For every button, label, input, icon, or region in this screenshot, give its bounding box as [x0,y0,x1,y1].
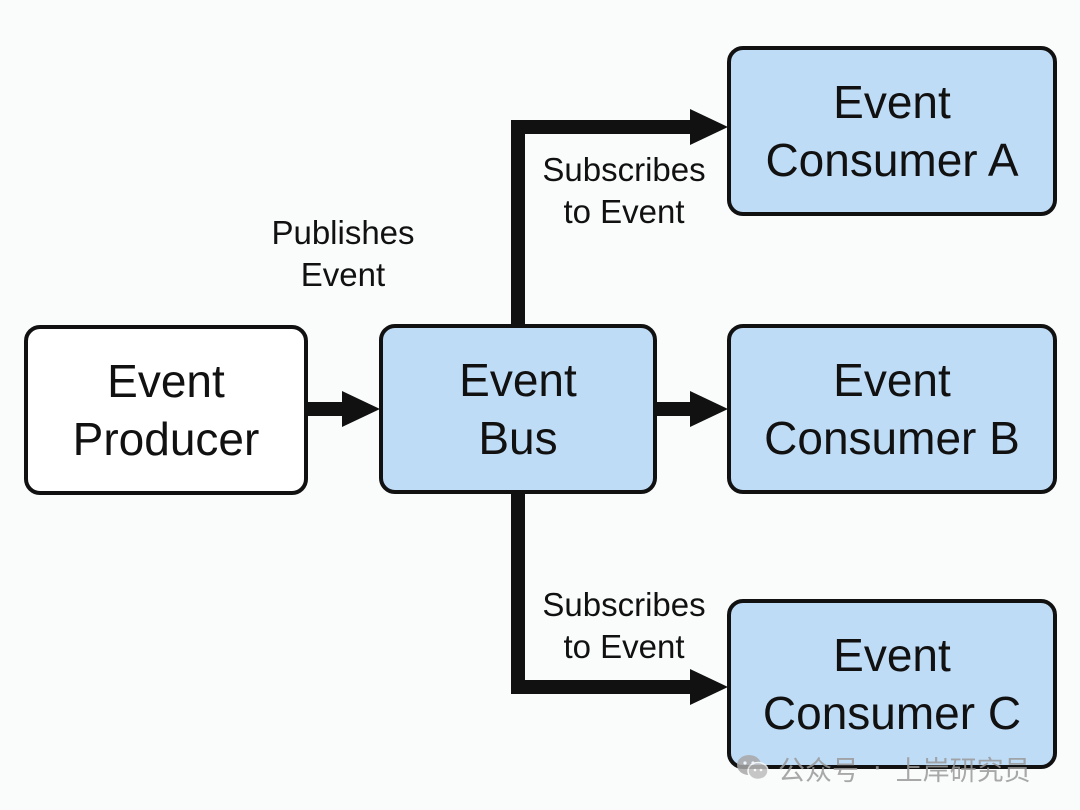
node-event-bus: Event Bus [379,324,657,494]
arrowhead-bus [342,391,380,427]
edge-label-line1: Subscribes [542,586,706,623]
node-event-consumer-b: Event Consumer B [727,324,1057,494]
arrowhead-consumer-c [690,669,728,705]
watermark: 公众号 · 上岸研究员 [736,748,1031,788]
edge-label-line1: Publishes [271,214,415,251]
node-label-line2: Bus [478,412,558,464]
edge-label-line1: Subscribes [542,151,706,188]
edge-label-line2: Event [300,256,386,293]
node-label-line1: Event [833,629,951,681]
node-label-line2: Consumer A [765,134,1019,186]
node-event-producer: Event Producer [24,325,308,495]
edge-label-subscribes-c: Subscribes to Event [520,584,728,668]
wechat-icon [737,755,769,781]
node-label-line1: Event [107,355,225,407]
edge-label-publishes-event: Publishes Event [248,212,438,296]
node-label-line2: Producer [72,413,260,465]
node-label-line1: Event [459,354,577,406]
arrowhead-consumer-b [690,391,728,427]
watermark-separator: · [873,752,882,784]
arrow-bus-to-consumer-a [511,120,692,324]
arrow-bus-to-consumer-c [511,494,692,694]
node-label-line1: Event [833,76,951,128]
watermark-name: 上岸研究员 [895,755,1031,787]
node-label-line2: Consumer C [762,687,1022,739]
edge-label-subscribes-a: Subscribes to Event [520,149,728,233]
node-event-consumer-a: Event Consumer A [727,46,1057,216]
arrowhead-consumer-a [690,109,728,145]
edge-label-line2: to Event [563,628,685,665]
watermark-prefix: 公众号 [778,755,859,787]
node-event-consumer-c: Event Consumer C [727,599,1057,769]
node-label-line2: Consumer B [764,412,1020,464]
edge-label-line2: to Event [563,193,685,230]
node-label-line1: Event [833,354,951,406]
